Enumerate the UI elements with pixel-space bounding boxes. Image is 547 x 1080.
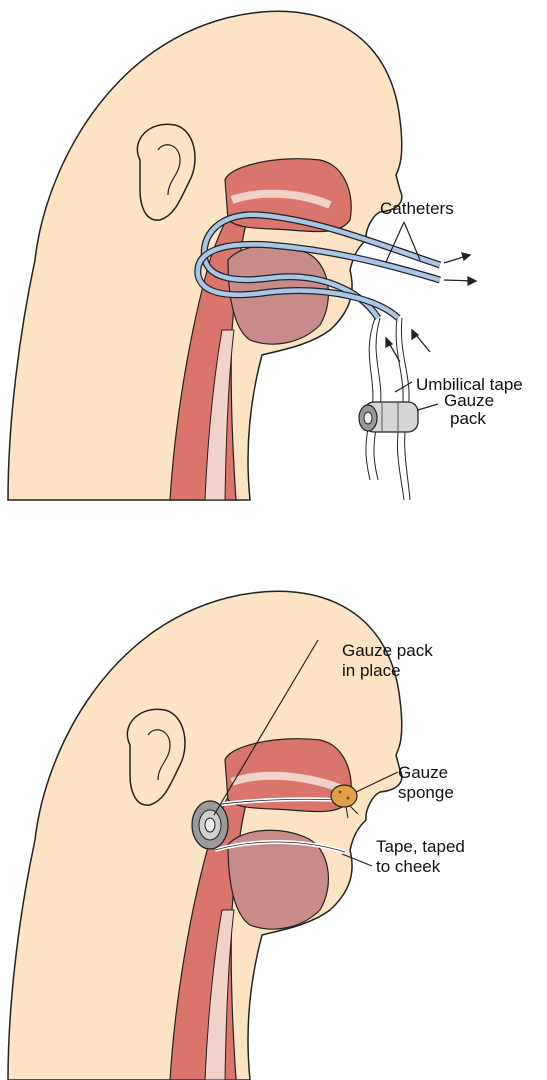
leader-gauze-pack — [418, 404, 438, 410]
leader-umbilical — [395, 382, 412, 392]
label-catheters: Catheters — [380, 199, 454, 218]
label-gauze-in-place-line2: in place — [342, 661, 401, 680]
gauze-pack-in-place — [192, 801, 228, 849]
bottom-illustration-svg: Gauze pack in place Gauze sponge Tape, t… — [0, 560, 547, 1080]
label-tape-line1: Tape, taped — [376, 837, 465, 856]
label-gauze-pack-line1: Gauze — [444, 391, 494, 410]
label-gauze-sponge-line1: Gauze — [398, 763, 448, 782]
label-tape-line2: to cheek — [376, 857, 441, 876]
top-illustration-svg: Catheters Umbilical tape Gauze pack — [0, 0, 547, 510]
gauze-pack — [359, 402, 418, 432]
label-gauze-in-place-line1: Gauze pack — [342, 641, 433, 660]
label-gauze-pack-line2: pack — [450, 409, 486, 428]
label-gauze-sponge-line2: sponge — [398, 783, 454, 802]
illustration-bottom-pack-in-place: Gauze pack in place Gauze sponge Tape, t… — [0, 560, 547, 1080]
illustration-top-catheter-insertion: Catheters Umbilical tape Gauze pack — [0, 0, 547, 510]
